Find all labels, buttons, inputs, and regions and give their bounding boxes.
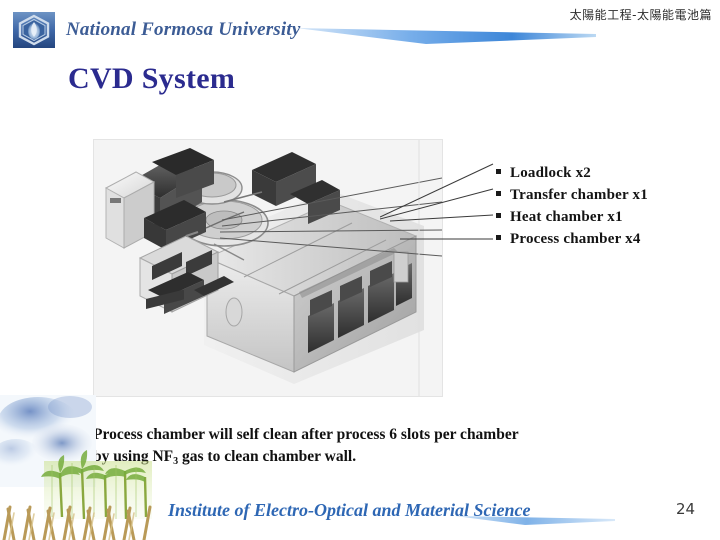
callout-item-heat-chamber: Heat chamber x1 [496, 209, 716, 226]
caption-line-1: Process chamber will self clean after pr… [93, 426, 519, 443]
hexagon-flame-logo-icon [13, 12, 55, 48]
slide-header: National Formosa University 太陽能工程-太陽能電池篇 [0, 0, 720, 52]
callout-item-process-chamber: Process chamber x4 [496, 231, 716, 248]
cvd-system-figure [93, 139, 443, 397]
watercolor-palm-trees-icon [0, 395, 152, 540]
institute-footer: Institute of Electro-Optical and Materia… [168, 500, 531, 520]
cvd-cluster-tool-illustration [94, 140, 442, 396]
university-name: National Formosa University [66, 19, 301, 40]
callout-label: Loadlock x2 [510, 165, 591, 181]
header-swoosh-decoration [296, 28, 596, 44]
square-bullet-icon [496, 191, 501, 196]
caption-line-2-pre: by using NF [93, 448, 174, 465]
footer-swoosh-decoration [455, 516, 615, 525]
university-logo [10, 10, 58, 50]
callout-list: Loadlock x2 Transfer chamber x1 Heat cha… [496, 165, 716, 253]
decorative-watercolor-image [0, 395, 152, 540]
course-title: 太陽能工程-太陽能電池篇 [569, 8, 712, 22]
square-bullet-icon [496, 169, 501, 174]
callout-item-transfer-chamber: Transfer chamber x1 [496, 187, 716, 204]
callout-item-loadlock: Loadlock x2 [496, 165, 716, 182]
callout-label: Heat chamber x1 [510, 209, 623, 225]
caption-line-2-post: gas to clean chamber wall. [178, 448, 357, 465]
callout-label: Process chamber x4 [510, 231, 641, 247]
callout-label: Transfer chamber x1 [510, 187, 648, 203]
page-number: 24 [676, 500, 696, 518]
caption-subscript: 3 [173, 456, 179, 467]
square-bullet-icon [496, 213, 501, 218]
figure-caption: Process chamber will self clean after pr… [93, 424, 633, 468]
page-title: CVD System [68, 62, 236, 95]
square-bullet-icon [496, 235, 501, 240]
